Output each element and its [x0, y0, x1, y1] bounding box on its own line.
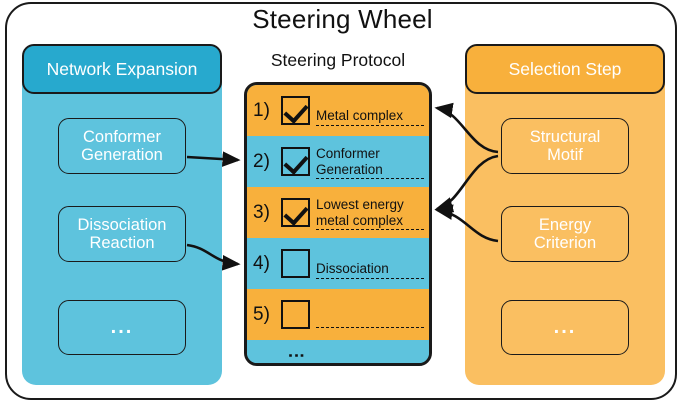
protocol-step-2-label-line2: Generation [316, 162, 424, 180]
protocol-step-3-index: 3) [253, 201, 270, 223]
protocol-step-3-label-line1: Lowest energy [316, 196, 404, 212]
protocol-step-5-label-line1 [316, 304, 424, 315]
protocol-step-1-label: Metal complex [316, 97, 424, 126]
node-structural-motif-line2: Motif [547, 146, 583, 164]
protocol-step-4-label-line1 [316, 250, 424, 261]
protocol-step-3-checkbox-icon[interactable] [281, 198, 310, 227]
protocol-step-3-label: Lowest energy metal complex [316, 197, 424, 231]
node-dissociation-reaction[interactable]: Dissociation Reaction [58, 206, 186, 262]
protocol-step-2-label: Conformer Generation [316, 146, 424, 180]
node-energy-criterion-line1: Energy [538, 215, 592, 234]
node-network-expansion-more-label: ... [110, 316, 134, 339]
protocol-step-1-checkbox-icon[interactable] [281, 96, 310, 125]
node-conformer-generation-line2: Generation [81, 146, 163, 164]
selection-step-header: Selection Step [465, 44, 665, 94]
protocol-step-1-label-line1 [316, 97, 424, 108]
protocol-step-5-label [316, 304, 424, 328]
node-conformer-generation-line1: Conformer [83, 127, 161, 146]
protocol-step-2[interactable]: 2) Conformer Generation [247, 136, 429, 187]
selection-step-header-label: Selection Step [508, 58, 622, 79]
protocol-step-4-index: 4) [253, 252, 270, 274]
network-expansion-panel: Network Expansion Conformer Generation D… [22, 44, 222, 385]
protocol-step-4-label: Dissociation [316, 250, 424, 279]
protocol-step-1-label-line2: Metal complex [316, 108, 424, 126]
node-dissociation-reaction-line1: Dissociation [77, 215, 167, 234]
protocol-step-3[interactable]: 3) Lowest energy metal complex [247, 187, 429, 238]
protocol-step-2-index: 2) [253, 150, 270, 172]
node-dissociation-reaction-line2: Reaction [89, 234, 155, 252]
protocol-step-3-label-line2: metal complex [316, 213, 424, 231]
page-title: Steering Wheel [252, 4, 433, 34]
node-energy-criterion[interactable]: Energy Criterion [501, 206, 629, 262]
network-expansion-header-label: Network Expansion [46, 58, 198, 79]
protocol-step-2-label-line1: Conformer [316, 145, 380, 161]
node-network-expansion-more[interactable]: ... [58, 300, 186, 355]
protocol-step-1[interactable]: 1) Metal complex [247, 85, 429, 136]
node-conformer-generation[interactable]: Conformer Generation [58, 118, 186, 174]
protocol-step-5-index: 5) [253, 303, 270, 325]
protocol-step-5[interactable]: 5) [247, 289, 429, 340]
protocol-step-1-index: 1) [253, 99, 270, 121]
protocol-continuation-row: ⋮ [247, 340, 429, 364]
vertical-ellipsis-icon: ⋮ [287, 346, 307, 364]
node-selection-step-more-label: ... [553, 316, 577, 339]
network-expansion-header: Network Expansion [22, 44, 222, 94]
protocol-step-4[interactable]: 4) Dissociation [247, 238, 429, 289]
node-selection-step-more[interactable]: ... [501, 300, 629, 355]
node-structural-motif-line1: Structural [529, 127, 601, 146]
protocol-step-4-label-line2: Dissociation [316, 261, 424, 279]
protocol-step-5-checkbox-icon[interactable] [281, 300, 310, 329]
node-energy-criterion-line2: Criterion [533, 234, 597, 252]
steering-protocol-title: Steering Protocol [270, 50, 406, 70]
protocol-step-4-checkbox-icon[interactable] [281, 249, 310, 278]
node-structural-motif[interactable]: Structural Motif [501, 118, 629, 174]
selection-step-panel: Selection Step Structural Motif Energy C… [465, 44, 665, 385]
steering-protocol-list: 1) Metal complex 2) Conformer Generation… [244, 82, 432, 366]
protocol-step-5-label-line2 [316, 315, 424, 328]
protocol-step-2-checkbox-icon[interactable] [281, 147, 310, 176]
